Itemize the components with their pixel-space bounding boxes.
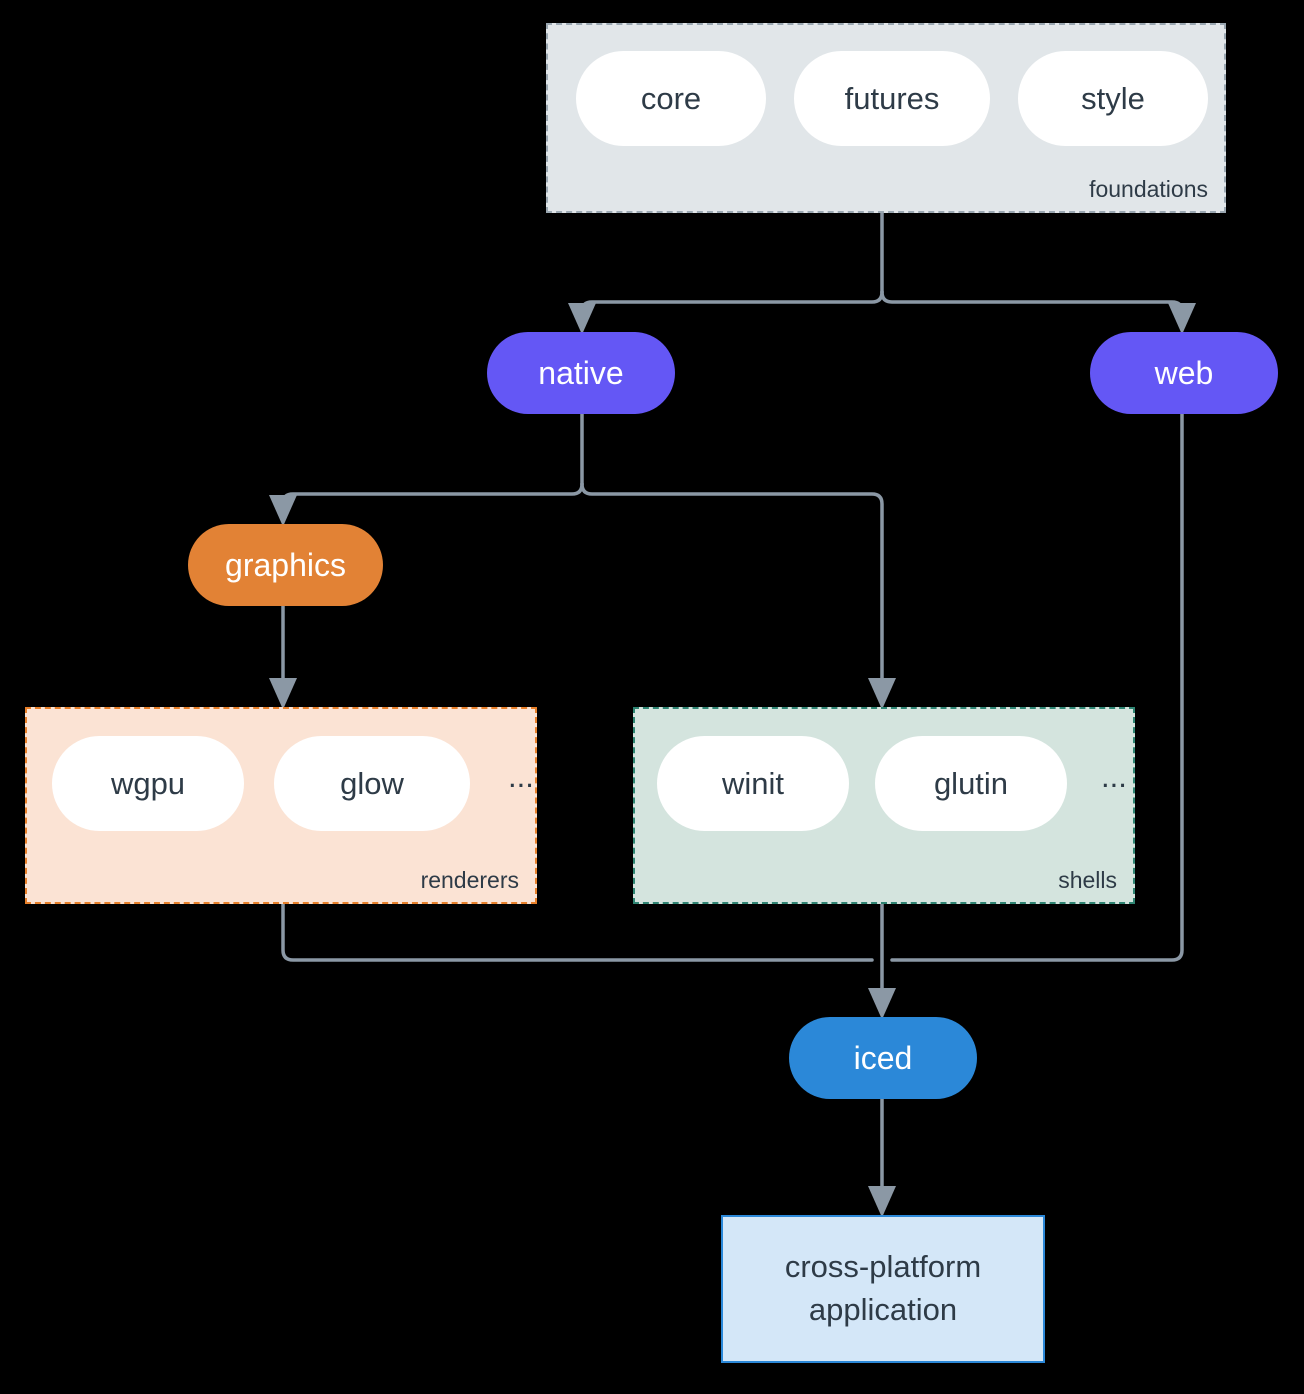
renderers-pill-row: wgpu glow ... — [52, 736, 534, 831]
node-winit-label: winit — [721, 765, 784, 801]
node-iced[interactable]: iced — [789, 1017, 977, 1099]
edge-renderers-to-iced — [281, 902, 874, 962]
node-style[interactable]: style — [1018, 51, 1208, 146]
node-glutin[interactable]: glutin — [875, 736, 1067, 831]
edge-foundations-to-web — [880, 290, 1196, 335]
node-futures-label: futures — [844, 80, 940, 116]
node-wgpu[interactable]: wgpu — [52, 736, 244, 831]
node-web[interactable]: web — [1090, 332, 1278, 414]
node-wgpu-label: wgpu — [110, 765, 186, 801]
cluster-renderers: wgpu glow ... renderers — [25, 707, 537, 904]
cluster-shells-label: shells — [1058, 867, 1117, 893]
node-graphics[interactable]: graphics — [188, 524, 383, 606]
node-glow-label: glow — [340, 765, 404, 801]
renderers-ellipsis: ... — [508, 759, 534, 794]
node-web-label: web — [1154, 354, 1214, 391]
node-native[interactable]: native — [487, 332, 675, 414]
node-iced-label: iced — [853, 1039, 913, 1076]
node-core[interactable]: core — [576, 51, 766, 146]
edge-native-to-graphics — [269, 482, 584, 527]
cluster-foundations-label: foundations — [1089, 176, 1208, 202]
node-cross-platform-application[interactable]: cross-platform application — [721, 1215, 1045, 1363]
node-graphics-label: graphics — [225, 546, 346, 583]
cluster-foundations: core futures style foundations — [546, 23, 1226, 213]
node-native-label: native — [538, 354, 624, 391]
edge-foundations-to-native — [568, 290, 884, 335]
node-core-label: core — [640, 80, 702, 116]
node-glow[interactable]: glow — [274, 736, 470, 831]
node-futures[interactable]: futures — [794, 51, 990, 146]
shells-ellipsis: ... — [1101, 759, 1127, 794]
foundations-pill-row: core futures style — [576, 51, 1208, 146]
cluster-shells: winit glutin ... shells — [633, 707, 1135, 904]
edge-native-to-shells — [580, 482, 896, 710]
shells-pill-row: winit glutin ... — [657, 736, 1127, 831]
cluster-renderers-label: renderers — [420, 867, 519, 893]
node-winit[interactable]: winit — [657, 736, 849, 831]
node-glutin-label: glutin — [933, 765, 1009, 801]
node-style-label: style — [1081, 80, 1145, 116]
node-application-line1: cross-platform — [784, 1249, 982, 1285]
node-application-line2: application — [808, 1292, 958, 1327]
